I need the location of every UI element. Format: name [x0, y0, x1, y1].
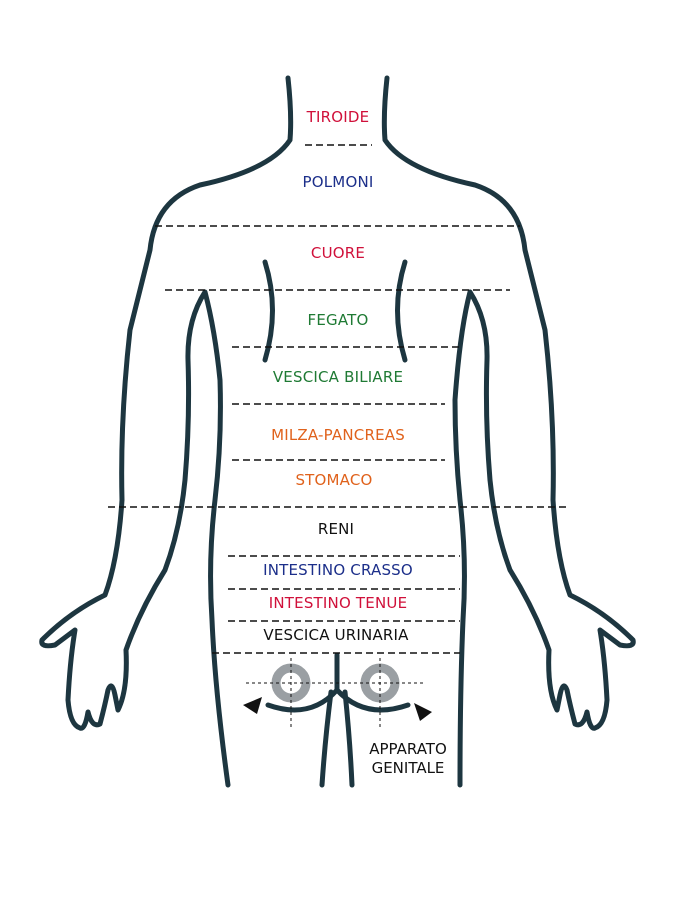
genital-markers — [243, 658, 432, 727]
zone-label-intestino-tenue: INTESTINO TENUE — [268, 594, 408, 612]
zone-label-intestino-crasso: INTESTINO CRASSO — [263, 561, 413, 579]
zone-label-reni: RENI — [317, 520, 355, 538]
zone-label-stomaco: STOMACO — [295, 471, 373, 489]
right-body-outline — [381, 75, 636, 788]
zone-label-milza-pancreas: MILZA-PANCREAS — [271, 426, 405, 444]
zone-label-cuore: CUORE — [310, 244, 366, 262]
zone-label-vescica-biliare: VESCICA BILIARE — [272, 368, 404, 386]
right-arrow-icon — [414, 703, 432, 721]
zone-label-fegato: FEGATO — [307, 311, 369, 329]
genital-line-2: GENITALE — [371, 759, 445, 777]
right-inner-leg — [342, 689, 355, 788]
left-body-outline — [39, 75, 294, 788]
left-inner-leg — [319, 689, 334, 788]
zone-label-tiroide: TIROIDE — [306, 108, 370, 126]
genital-line-1: APPARATO — [369, 740, 447, 758]
zone-dividers — [108, 144, 570, 654]
right-rib — [395, 259, 408, 363]
zone-label-polmoni: POLMONI — [302, 173, 374, 191]
left-rib — [262, 259, 275, 363]
groin-curve — [265, 687, 411, 713]
right-ring-icon — [360, 663, 400, 703]
zone-label-apparato-genitale: APPARATO GENITALE — [369, 740, 447, 778]
zone-label-vescica-urinaria: VESCICA URINARIA — [263, 626, 409, 644]
left-arrow-icon — [243, 697, 262, 714]
